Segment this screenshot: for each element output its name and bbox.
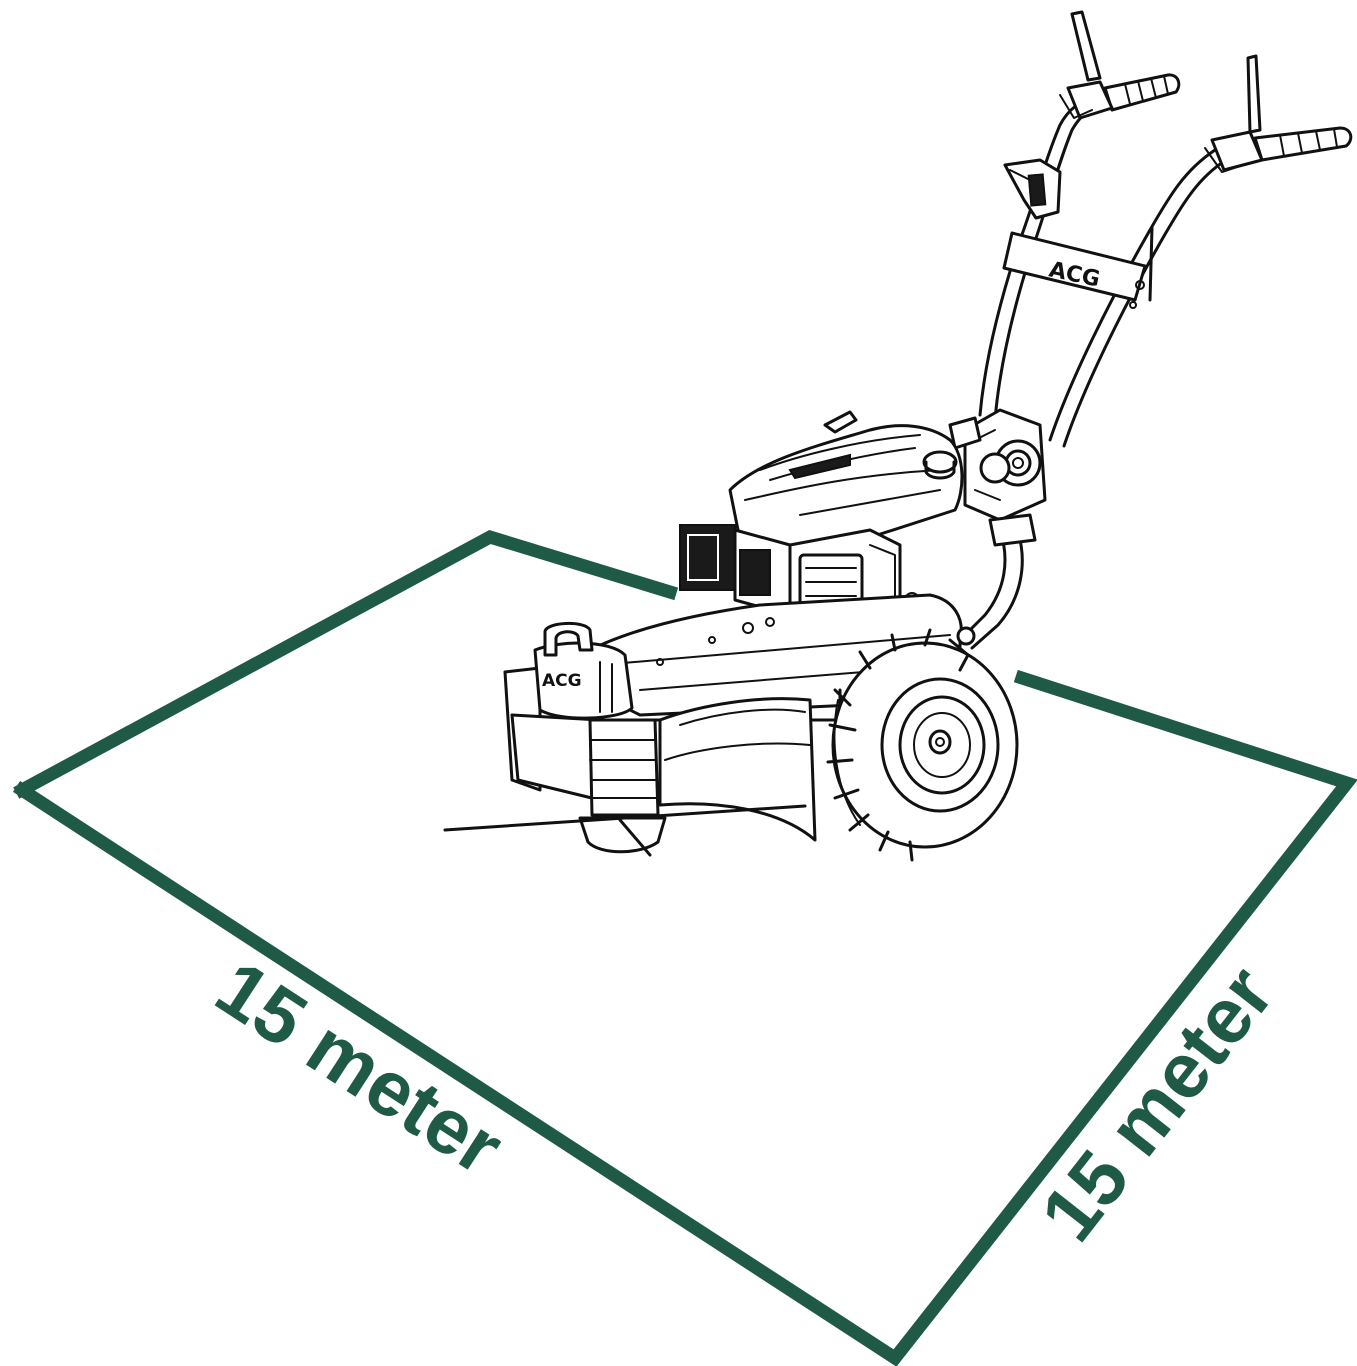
handlebar: ACG [978,96,1228,448]
deck [503,593,963,842]
area-edge-front [13,669,1357,1366]
dimension-label-right: 15 meter [1023,950,1290,1257]
throttle-control [1003,158,1062,220]
wheel [826,628,1019,862]
brush-cutter-illustration: ACG [443,10,1353,862]
area-edge-back-left [13,529,679,799]
cutter-head: ACG [443,622,807,857]
head-brand-text: ACG [542,671,582,691]
handle-pivot [948,408,1047,522]
area-outline [13,529,1357,1366]
left-grip [1059,10,1181,120]
dimension-label-left: 15 meter [201,943,518,1192]
right-grip [1204,54,1353,173]
